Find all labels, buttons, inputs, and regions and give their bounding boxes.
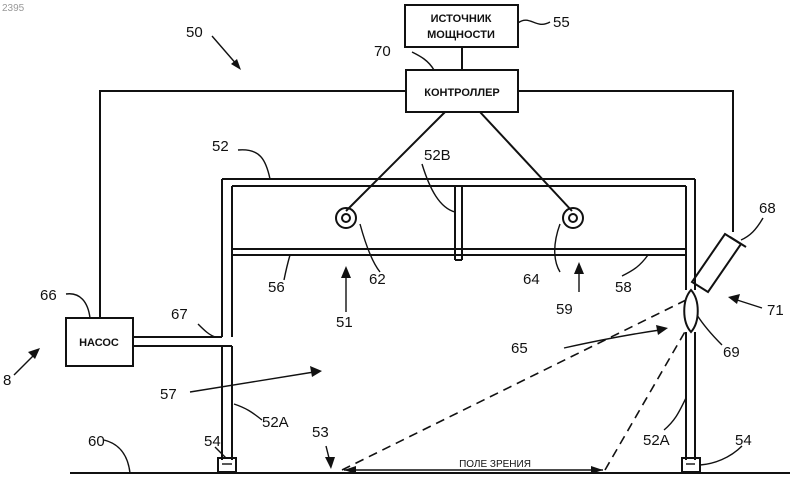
ref-62: 62 (369, 271, 386, 288)
foot-left (218, 458, 236, 472)
ref-71: 71 (767, 302, 784, 319)
ref-67: 67 (171, 306, 188, 323)
ref-69: 69 (723, 344, 740, 361)
controller-to-sensor-wire (518, 91, 733, 232)
ref-51: 51 (336, 314, 353, 331)
ref-53: 53 (312, 424, 329, 441)
power-source-label-line1: ИСТОЧНИК (431, 13, 492, 25)
ref-58: 58 (615, 279, 632, 296)
ref-52a-left: 52A (262, 414, 289, 431)
ref-70: 70 (374, 43, 391, 60)
ref-52b: 52B (424, 147, 451, 164)
reference-numerals: 50 55 70 52 52B 68 66 67 56 62 51 64 59 … (3, 14, 784, 450)
controller-label: КОНТРОЛЛЕР (424, 87, 500, 99)
controller-to-lamp-64-wire (480, 112, 572, 211)
foot-right (682, 458, 700, 472)
controller-to-pump-wire (100, 91, 406, 318)
ref-56: 56 (268, 279, 285, 296)
power-source-box: ИСТОЧНИК МОЩНОСТИ (405, 5, 518, 47)
fov-right-ray (605, 330, 686, 470)
field-of-view-label: ПОЛЕ ЗРЕНИЯ (459, 459, 531, 470)
ref-54-left: 54 (204, 433, 221, 450)
power-source-label-line2: МОЩНОСТИ (427, 29, 495, 41)
ref-60: 60 (88, 433, 105, 450)
controller-box: КОНТРОЛЛЕР (406, 70, 518, 112)
ref-54-right: 54 (735, 432, 752, 449)
ref-64: 64 (523, 271, 540, 288)
housing-structure (133, 179, 695, 460)
image-stamp: 2395 (2, 3, 25, 14)
ref-68: 68 (759, 200, 776, 217)
ref-65: 65 (511, 340, 528, 357)
leader-lines (14, 20, 763, 473)
ref-57: 57 (160, 386, 177, 403)
ref-52: 52 (212, 138, 229, 155)
fov-left-ray (342, 300, 686, 470)
viewing-window-lens (684, 290, 698, 332)
field-of-view-span: ПОЛЕ ЗРЕНИЯ (344, 457, 603, 474)
pump-box: НАСОС (66, 318, 133, 366)
ref-66: 66 (40, 287, 57, 304)
camera-sensor (692, 234, 746, 292)
lamp-64 (563, 208, 583, 228)
pump-label: НАСОС (79, 337, 119, 349)
ref-8: 8 (3, 372, 11, 389)
ref-50: 50 (186, 24, 203, 41)
ref-52a-right: 52A (643, 432, 670, 449)
ref-59: 59 (556, 301, 573, 318)
ref-55: 55 (553, 14, 570, 31)
